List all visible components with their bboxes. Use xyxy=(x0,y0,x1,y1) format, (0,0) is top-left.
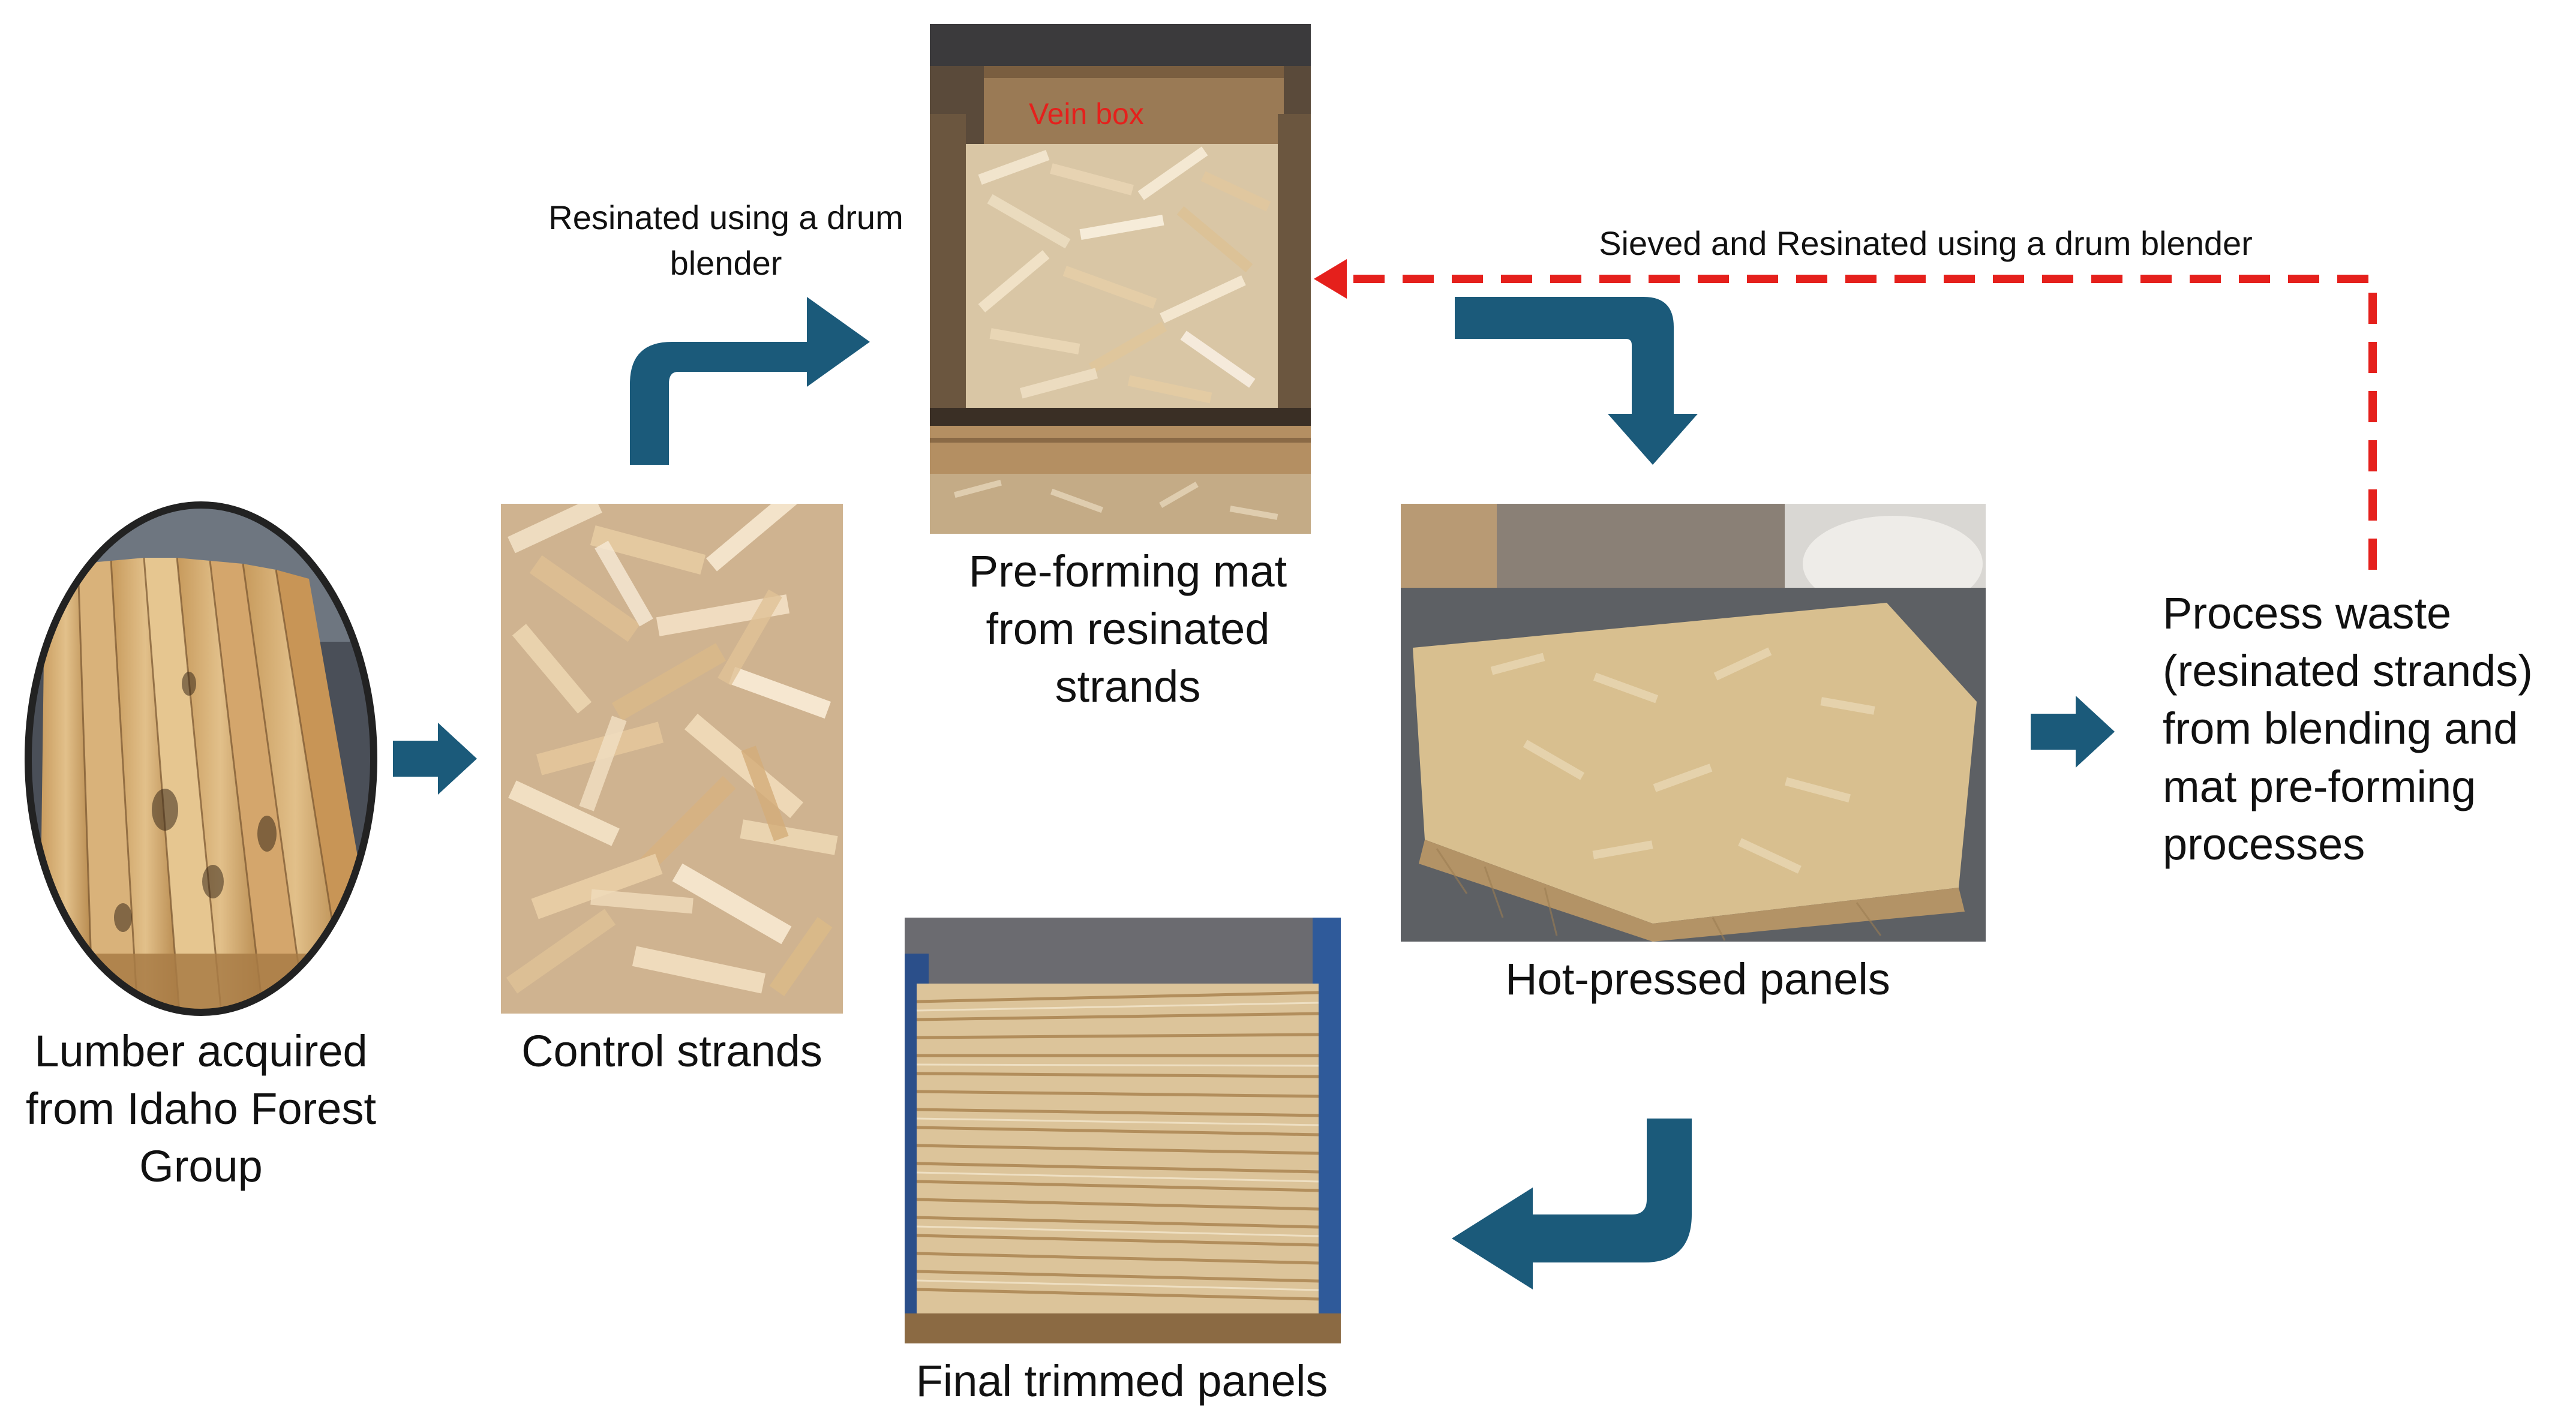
hot-pressed-photo xyxy=(1401,504,1986,942)
arrow-lumber-to-strands xyxy=(393,723,477,795)
final-trimmed-label: Final trimmed panels xyxy=(915,1356,1328,1406)
forming-box-icon xyxy=(930,24,1311,534)
arrow-mat-to-hot-pressed xyxy=(1455,297,1698,465)
arrow-strands-to-mat xyxy=(630,297,870,465)
pressed-panel-icon xyxy=(1401,504,1986,942)
final-trimmed-photo xyxy=(905,918,1341,1343)
arrow-hot-pressed-to-final xyxy=(1452,1119,1692,1289)
sieved-resinated-label: Sieved and Resinated using a drum blende… xyxy=(1599,224,2253,262)
lumber-stack-icon xyxy=(25,501,377,1016)
vein-box-label: Vein box xyxy=(1029,97,1144,131)
process-waste-label: Process waste (resinated strands) from b… xyxy=(2163,588,2533,869)
control-strands-label: Control strands xyxy=(521,1026,822,1076)
control-strands-photo xyxy=(501,504,843,1014)
wood-strands-icon xyxy=(501,504,843,1014)
lumber-photo xyxy=(21,498,381,1020)
panel-stack-icon xyxy=(905,918,1341,1343)
hot-pressed-label: Hot-pressed panels xyxy=(1505,954,1890,1004)
preforming-mat-photo xyxy=(930,24,1311,534)
resinated-drum-label: Resinated using a drum blender xyxy=(548,199,903,282)
dashed-recycle-arrow xyxy=(1314,259,2377,570)
lumber-label: Lumber acquired from Idaho Forest Group xyxy=(25,1026,376,1192)
preforming-mat-label: Pre-forming mat from resinated strands xyxy=(968,546,1287,712)
arrow-hot-pressed-to-waste xyxy=(2031,696,2115,768)
